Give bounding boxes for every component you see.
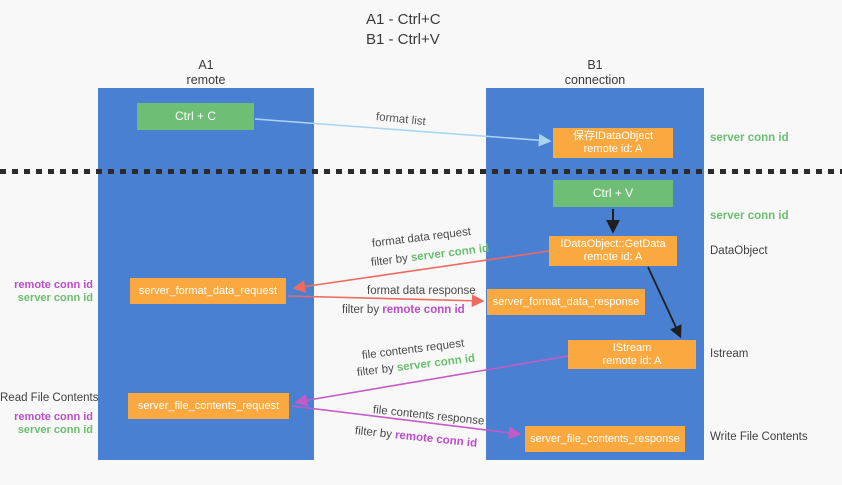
remote-conn-id-text: remote conn id bbox=[394, 429, 478, 450]
label-filter-by-remote-conn-id-1: filter by remote conn id bbox=[342, 304, 465, 316]
getdata-line1: IDataObject::GetData bbox=[560, 238, 666, 250]
save-idataobject-line1: 保存IDataObject bbox=[572, 130, 654, 142]
label-remote-conn-id-left-mid: remote conn id bbox=[14, 279, 93, 291]
label-dataobject: DataObject bbox=[710, 245, 768, 257]
title-line-1: A1 - Ctrl+C bbox=[366, 11, 441, 28]
label-server-conn-id-left-bottom: server conn id bbox=[17, 424, 93, 436]
label-format-list: format list bbox=[375, 111, 427, 129]
filter-by-text: filter by bbox=[370, 252, 412, 269]
title-line-2: B1 - Ctrl+V bbox=[366, 31, 440, 48]
label-istream: Istream bbox=[710, 348, 749, 360]
lifeline-header-a1: A1 remote bbox=[98, 58, 314, 88]
node-istream: IStream remote id: A bbox=[568, 340, 696, 369]
server-conn-id-text: server conn id bbox=[410, 242, 490, 265]
label-format-data-response: format data response bbox=[367, 285, 476, 297]
ctrl-v-label: Ctrl + V bbox=[592, 186, 634, 200]
label-filter-by-remote-conn-id-2: filter by remote conn id bbox=[354, 425, 477, 450]
node-ctrl-c: Ctrl + C bbox=[137, 103, 254, 130]
node-server-format-data-response: server_format_data_response bbox=[487, 289, 645, 315]
label-file-contents-response: file contents response bbox=[372, 404, 485, 428]
lifeline-b1-role: connection bbox=[564, 73, 626, 87]
label-read-file-contents: Read File Contents bbox=[0, 392, 99, 404]
lifeline-a1-role: remote bbox=[186, 73, 226, 87]
label-server-conn-id-right-mid: server conn id bbox=[710, 210, 789, 222]
remote-conn-id-text: remote conn id bbox=[382, 304, 465, 316]
node-server-file-contents-request: server_file_contents_request bbox=[128, 393, 289, 419]
label-server-conn-id-right-top: server conn id bbox=[710, 132, 789, 144]
format-request-label: server_format_data_request bbox=[138, 284, 278, 297]
ctrl-c-label: Ctrl + C bbox=[174, 109, 216, 123]
file-response-label: server_file_contents_response bbox=[530, 432, 680, 445]
filter-by-text: filter by bbox=[356, 362, 398, 379]
filter-by-text: filter by bbox=[342, 304, 383, 316]
node-server-file-contents-response: server_file_contents_response bbox=[525, 426, 685, 452]
label-write-file-contents: Write File Contents bbox=[710, 431, 808, 443]
node-server-format-data-request: server_format_data_request bbox=[130, 278, 286, 304]
save-idataobject-line2: remote id: A bbox=[583, 143, 643, 155]
lifeline-a1-name: A1 bbox=[198, 58, 214, 72]
copy-paste-divider-dashed-line bbox=[0, 169, 842, 174]
format-response-label: server_format_data_response bbox=[492, 295, 640, 308]
getdata-line2: remote id: A bbox=[583, 251, 643, 263]
node-idataobject-getdata: IDataObject::GetData remote id: A bbox=[549, 236, 677, 266]
file-request-label: server_file_contents_request bbox=[137, 399, 280, 412]
lifeline-b1-name: B1 bbox=[587, 58, 603, 72]
lifeline-header-b1: B1 connection bbox=[486, 58, 704, 88]
istream-line1: IStream bbox=[612, 341, 652, 354]
filter-by-text: filter by bbox=[354, 425, 396, 442]
node-save-idataobject: 保存IDataObject remote id: A bbox=[553, 128, 673, 158]
label-remote-conn-id-left-bottom: remote conn id bbox=[14, 411, 93, 423]
node-ctrl-v: Ctrl + V bbox=[553, 180, 673, 207]
istream-line2: remote id: A bbox=[602, 354, 662, 367]
label-server-conn-id-left-mid: server conn id bbox=[17, 292, 93, 304]
diagram-title: A1 - Ctrl+C B1 - Ctrl+V bbox=[366, 10, 441, 50]
